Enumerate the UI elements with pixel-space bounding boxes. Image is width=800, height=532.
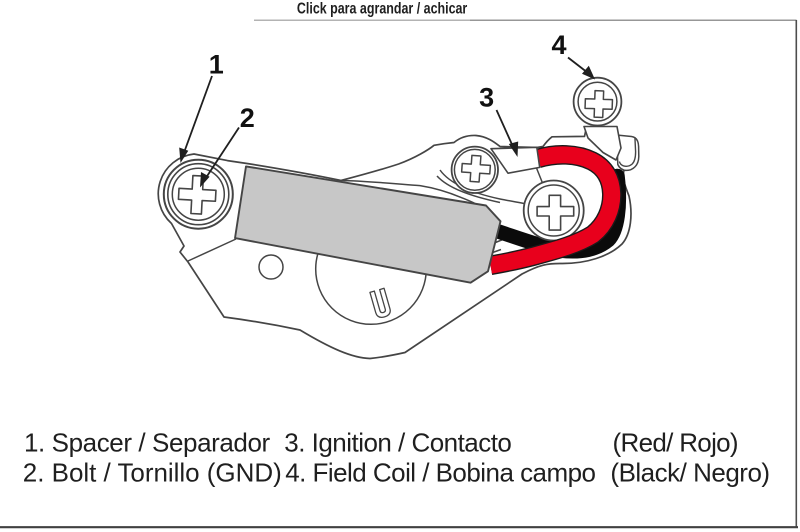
svg-text:1. Spacer / Separador: 1. Spacer / Separador xyxy=(24,427,271,457)
svg-text:1: 1 xyxy=(209,50,224,80)
svg-text:(Black/ Negro): (Black/ Negro) xyxy=(610,457,770,487)
svg-text:3: 3 xyxy=(479,83,494,113)
svg-text:2. Bolt / Tornillo (GND): 2. Bolt / Tornillo (GND) xyxy=(23,457,282,487)
svg-text:3. Ignition / Contacto: 3. Ignition / Contacto xyxy=(284,427,512,457)
svg-text:Click para agrandar / achicar: Click para agrandar / achicar xyxy=(297,1,467,18)
svg-text:(Red/ Rojo): (Red/ Rojo) xyxy=(613,427,739,457)
svg-text:2: 2 xyxy=(240,103,255,133)
svg-text:4: 4 xyxy=(551,30,566,60)
svg-text:4. Field Coil / Bobina campo: 4. Field Coil / Bobina campo xyxy=(285,457,596,487)
